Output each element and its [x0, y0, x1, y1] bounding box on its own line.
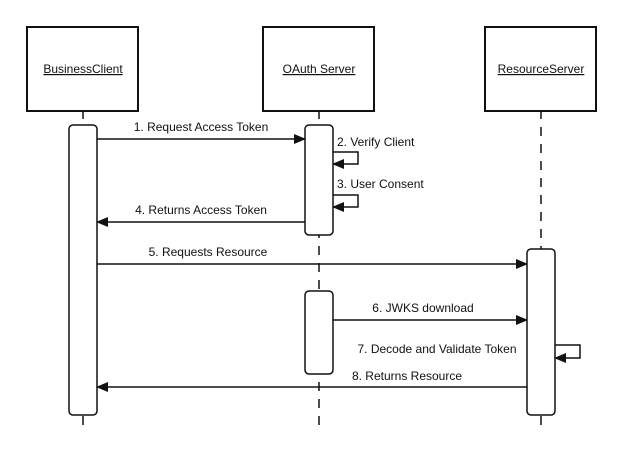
message-label-8: 8. Returns Resource — [352, 369, 462, 383]
actor-oauth-server: OAuth Server — [262, 26, 375, 112]
actor-resource-server: ResourceServer — [484, 26, 597, 112]
actor-label-oauth-server: OAuth Server — [283, 62, 356, 76]
actor-label-resource-server: ResourceServer — [498, 62, 585, 76]
activation-oauth-server-1 — [304, 124, 334, 236]
message-label-3: 3. User Consent — [337, 177, 424, 191]
message-arrow-3 — [332, 194, 359, 212]
message-label-6: 6. JWKS download — [372, 301, 473, 315]
activation-business-client — [68, 124, 98, 416]
message-arrow-7 — [554, 344, 581, 363]
message-label-5: 5. Requests Resource — [149, 245, 268, 259]
messages: 1. Request Access Token 2. Verify Client… — [96, 120, 581, 392]
message-label-2: 2. Verify Client — [337, 135, 415, 149]
activation-oauth-server-2 — [304, 290, 334, 375]
message-label-1: 1. Request Access Token — [134, 120, 269, 134]
message-arrow-2 — [332, 151, 359, 169]
activation-resource-server — [526, 248, 556, 416]
message-label-7: 7. Decode and Validate Token — [357, 342, 516, 356]
actor-business-client: BusinessClient — [26, 26, 139, 112]
actor-label-business-client: BusinessClient — [43, 62, 123, 76]
message-label-4: 4. Returns Access Token — [135, 203, 267, 217]
activations — [68, 124, 556, 416]
